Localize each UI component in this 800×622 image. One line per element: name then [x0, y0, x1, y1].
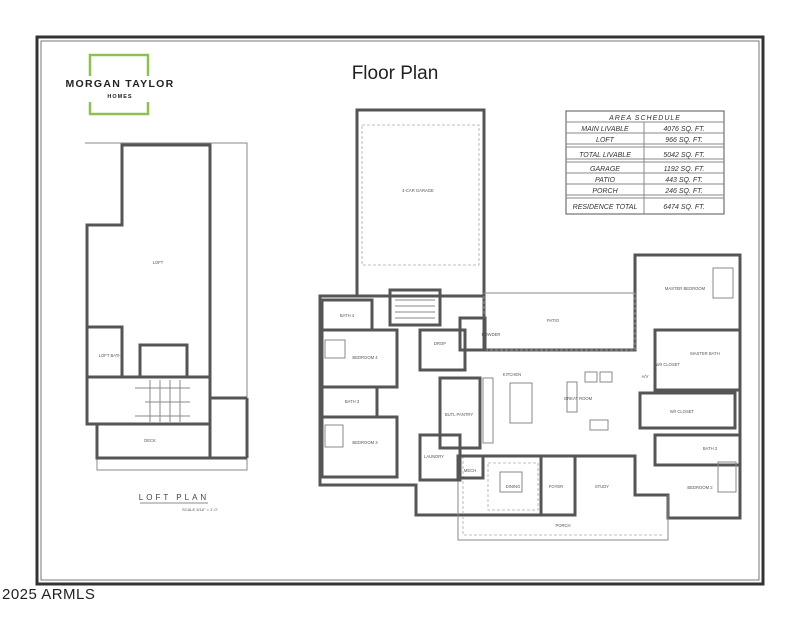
- area-value: 1192 SQ. FT.: [664, 166, 705, 173]
- logo-sub: HOMES: [107, 94, 132, 100]
- room-label-loft-bath: LOFT BATH: [99, 353, 122, 358]
- room-label-wi-closet: W/I CLOSET: [670, 409, 695, 414]
- area-label: TOTAL LIVABLE: [579, 152, 631, 159]
- room-label-porch: PORCH: [555, 523, 570, 528]
- room-label-study: STUDY: [595, 484, 609, 489]
- room-label-mech: MECH: [464, 468, 476, 473]
- area-value: 246 SQ. FT.: [664, 188, 703, 195]
- area-schedule-table: AREA SCHEDULE MAIN LIVABLE 4076 SQ. FT. …: [565, 110, 725, 215]
- loft-plan-title: LOFT PLAN: [139, 493, 209, 502]
- room-label-av: A/V: [642, 374, 649, 379]
- room-label-master-bath: MASTER BATH: [690, 351, 719, 356]
- main-floor-plan: 4-CAR GARAGE BATH 4 BEDROOM 4 BATH 3 BED…: [318, 108, 742, 541]
- area-value: 443 SQ. FT.: [665, 177, 703, 184]
- room-label-master-bedroom: MASTER BEDROOM: [665, 286, 706, 291]
- area-value: 6474 SQ. FT.: [663, 204, 704, 211]
- sheet-border: [35, 35, 765, 586]
- room-label-dining: DINING: [506, 484, 521, 489]
- room-label-deck: DECK: [144, 438, 156, 443]
- room-label-drop: DROP: [434, 341, 446, 346]
- room-label-pantry: BUTL PANTRY: [445, 412, 474, 417]
- area-label: PATIO: [595, 177, 616, 184]
- room-label-kitchen: KITCHEN: [503, 372, 521, 377]
- room-label-loft: LOFT: [153, 260, 164, 265]
- room-label-bath: BATH 4: [340, 313, 355, 318]
- area-value: 4076 SQ. FT.: [663, 126, 704, 133]
- area-label: PORCH: [592, 188, 618, 195]
- room-label-foyer: FOYER: [549, 484, 563, 489]
- room-label-wi-closet: W/I CLOSET: [656, 362, 681, 367]
- room-label-laundry: LAUNDRY: [424, 454, 444, 459]
- main-stairs: [395, 299, 435, 319]
- room-label-bath: BATH 2: [703, 446, 718, 451]
- page-title: Floor Plan: [352, 63, 439, 84]
- room-label-bedroom: BEDROOM 3: [352, 440, 378, 445]
- room-label-powder: POWDER: [482, 332, 501, 337]
- area-label: MAIN LIVABLE: [581, 126, 629, 133]
- room-label-garage: 4-CAR GARAGE: [402, 188, 434, 193]
- company-logo: MORGAN TAYLOR HOMES: [62, 53, 178, 116]
- area-schedule-heading: AREA SCHEDULE: [608, 115, 681, 122]
- room-label-bath: BATH 3: [345, 399, 360, 404]
- room-label-patio: PATIO: [547, 318, 560, 323]
- copyright-watermark: 2025 ARMLS: [2, 586, 96, 603]
- area-label: LOFT: [596, 137, 615, 144]
- room-label-bedroom: BEDROOM 2: [687, 485, 713, 490]
- loft-stairs: [135, 380, 190, 422]
- area-value: 966 SQ. FT.: [665, 137, 703, 144]
- room-label-great-room: GREAT ROOM: [564, 396, 593, 401]
- loft-plan: LOFT LOFT BATH DECK LOFT PLAN SCALE 3/16…: [85, 142, 249, 512]
- logo-name: MORGAN TAYLOR: [65, 78, 174, 90]
- area-label: GARAGE: [590, 166, 620, 173]
- area-value: 5042 SQ. FT.: [663, 152, 704, 159]
- area-label: RESIDENCE TOTAL: [573, 204, 638, 211]
- room-label-bedroom: BEDROOM 4: [352, 355, 378, 360]
- loft-plan-scale: SCALE 3/16" = 1'-0": [182, 507, 219, 512]
- sheet-inner-border: [40, 40, 760, 581]
